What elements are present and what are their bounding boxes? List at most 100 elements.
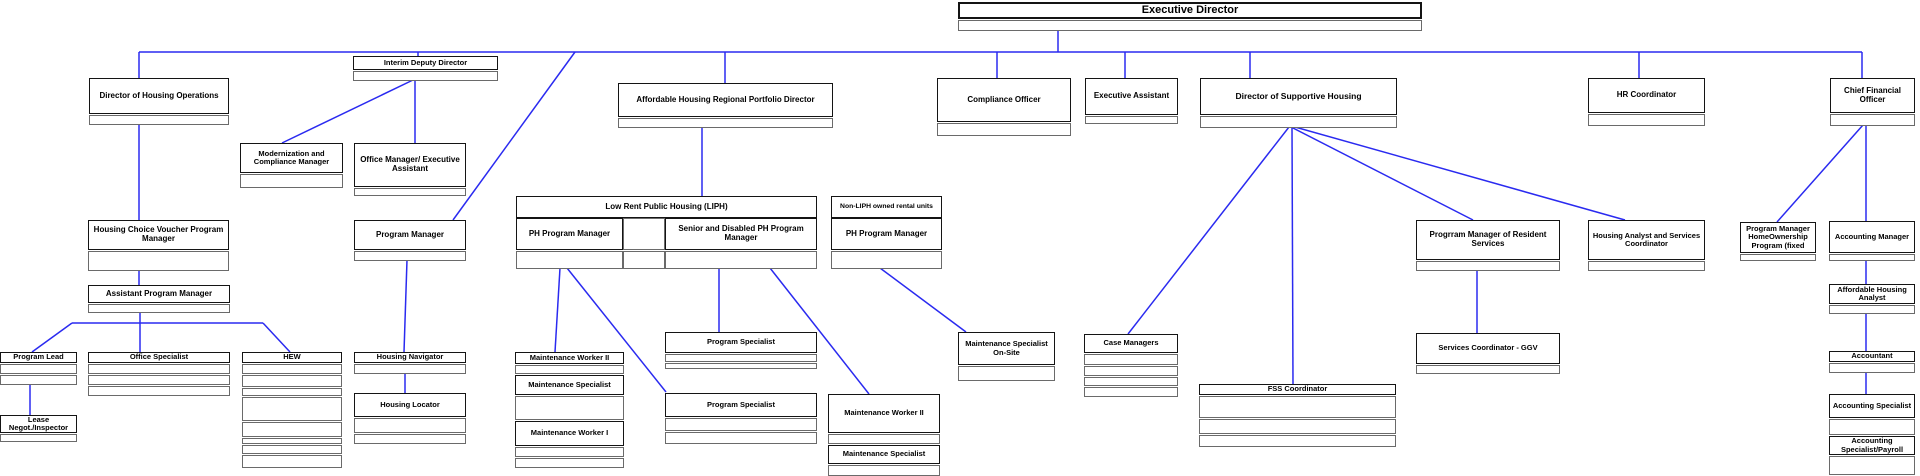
empty-cell — [1199, 435, 1396, 447]
maintenance-stack-right-label: Maintenance Worker II — [828, 394, 940, 433]
housing-navigator[interactable]: Housing Navigator — [354, 352, 466, 374]
connector-line — [1294, 126, 1626, 221]
office-specialist-label: Office Specialist — [88, 352, 230, 363]
empty-cell — [831, 251, 942, 269]
connector-line — [403, 259, 408, 353]
maintenance-specialist-on-site[interactable]: Maintenance Specialist On-Site — [958, 332, 1055, 381]
empty-cell — [88, 364, 230, 374]
liph-header[interactable]: Low Rent Public Housing (LIPH) — [516, 196, 817, 218]
housing-locator[interactable]: Housing Locator — [354, 393, 466, 444]
empty-cell — [240, 174, 343, 188]
lease-negot-inspector[interactable]: Lease Negot./Inspector — [0, 415, 77, 442]
liph-ph-program-manager[interactable]: PH Program Manager — [516, 218, 623, 269]
housing-analyst-and-services-coordinator[interactable]: Housing Analyst and Services Coordinator — [1588, 220, 1705, 271]
hr-coordinator-label: HR Coordinator — [1588, 78, 1705, 113]
connector-line — [769, 267, 870, 395]
housing-analyst-and-services-coordinator-label: Housing Analyst and Services Coordinator — [1588, 220, 1705, 260]
program-specialist-senior-label: Program Specialist — [665, 332, 817, 353]
empty-cell — [516, 251, 623, 269]
housing-choice-voucher-program-manager-label: Housing Choice Voucher Program Manager — [88, 220, 229, 250]
affordable-housing-analyst[interactable]: Affordable Housing Analyst — [1829, 284, 1915, 314]
senior-and-disabled-ph-program-manager-label: Senior and Disabled PH Program Manager — [665, 218, 817, 250]
housing-locator-label: Housing Locator — [354, 393, 466, 417]
empty-cell — [242, 375, 342, 387]
accountant[interactable]: Accountant — [1829, 351, 1915, 373]
executive-director[interactable]: Executive Director — [958, 2, 1422, 31]
empty-cell — [1829, 254, 1915, 261]
empty-cell — [88, 304, 230, 313]
accounting-manager[interactable]: Accounting Manager — [1829, 221, 1915, 261]
empty-cell — [242, 438, 342, 444]
program-specialist-ph[interactable]: Program Specialist — [665, 393, 817, 444]
empty-cell — [1740, 254, 1816, 261]
connector-line — [1291, 126, 1294, 385]
connector-line — [452, 51, 576, 221]
non-liph-header-label: Non-LIPH owned rental units — [831, 196, 942, 218]
empty-cell — [1085, 116, 1178, 124]
executive-assistant[interactable]: Executive Assistant — [1085, 78, 1178, 124]
empty-cell — [623, 251, 665, 269]
hr-coordinator[interactable]: HR Coordinator — [1588, 78, 1705, 126]
executive-assistant-label: Executive Assistant — [1085, 78, 1178, 115]
interim-deputy-director[interactable]: Interim Deputy Director — [353, 56, 498, 81]
non-liph-header[interactable]: Non-LIPH owned rental units — [831, 196, 942, 218]
hew-label: HEW — [242, 352, 342, 363]
senior-and-disabled-ph-program-manager[interactable]: Senior and Disabled PH Program Manager — [665, 218, 817, 269]
accounting-manager-label: Accounting Manager — [1829, 221, 1915, 253]
program-manager-homeownership[interactable]: Program Manager HomeOwnership Program (f… — [1740, 222, 1816, 261]
program-manager[interactable]: Program Manager — [354, 220, 466, 261]
office-specialist[interactable]: Office Specialist — [88, 352, 230, 396]
empty-cell — [89, 115, 229, 125]
non-liph-ph-program-manager[interactable]: PH Program Manager — [831, 218, 942, 269]
program-lead[interactable]: Program Lead — [0, 352, 77, 385]
empty-cell — [665, 363, 817, 369]
empty-cell — [1829, 456, 1915, 475]
modernization-and-compliance-manager[interactable]: Modernization and Compliance Manager — [240, 143, 343, 188]
services-coordinator-ggv-label: Services Coordinator - GGV — [1416, 333, 1560, 364]
empty-cell — [1199, 396, 1396, 418]
hew[interactable]: HEW — [242, 352, 342, 468]
case-managers[interactable]: Case Managers — [1084, 334, 1178, 397]
empty-cell — [958, 366, 1055, 381]
empty-cell — [354, 251, 466, 261]
fss-coordinator[interactable]: FSS Coordinator — [1199, 384, 1396, 447]
lease-negot-inspector-label: Lease Negot./Inspector — [0, 415, 77, 433]
empty-cell — [1084, 387, 1178, 397]
executive-director-label: Executive Director — [958, 2, 1422, 19]
program-manager-label: Program Manager — [354, 220, 466, 250]
connector-line — [262, 322, 291, 353]
assistant-program-manager[interactable]: Assistant Program Manager — [88, 285, 230, 313]
director-of-supportive-housing[interactable]: Director of Supportive Housing — [1200, 78, 1397, 128]
connector-line — [1290, 126, 1474, 221]
empty-cell — [1829, 363, 1915, 373]
empty-cell — [1829, 419, 1915, 435]
empty-cell — [354, 364, 466, 374]
empty-cell — [1200, 116, 1397, 128]
services-coordinator-ggv[interactable]: Services Coordinator - GGV — [1416, 333, 1560, 374]
case-managers-label: Case Managers — [1084, 334, 1178, 353]
empty-cell — [515, 396, 624, 420]
empty-cell — [665, 354, 817, 362]
director-of-housing-operations[interactable]: Director of Housing Operations — [89, 78, 229, 125]
housing-choice-voucher-program-manager[interactable]: Housing Choice Voucher Program Manager — [88, 220, 229, 271]
empty-cell — [242, 388, 342, 396]
empty-cell — [1084, 377, 1178, 386]
program-specialist-senior[interactable]: Program Specialist — [665, 332, 817, 369]
empty-cell — [937, 123, 1071, 136]
empty-cell — [354, 188, 466, 196]
program-manager-of-resident-services[interactable]: Progrram Manager of Resident Services — [1416, 220, 1560, 271]
liph-gap-cell[interactable] — [623, 218, 665, 269]
office-manager-executive-assistant[interactable]: Office Manager/ Executive Assistant — [354, 143, 466, 196]
maintenance-stack-left-label: Maintenance Worker I — [515, 421, 624, 446]
chief-financial-officer[interactable]: Chief Financial Officer — [1830, 78, 1915, 126]
empty-cell — [1588, 261, 1705, 271]
compliance-officer[interactable]: Compliance Officer — [937, 78, 1071, 136]
connector-line — [281, 79, 414, 144]
maintenance-stack-left-label: Maintenance Worker II — [515, 352, 624, 364]
affordable-housing-regional-portfolio-director[interactable]: Affordable Housing Regional Portfolio Di… — [618, 83, 833, 128]
empty-cell — [618, 118, 833, 128]
accounting-specialist-stack-label: Accounting Specialist — [1829, 394, 1915, 418]
